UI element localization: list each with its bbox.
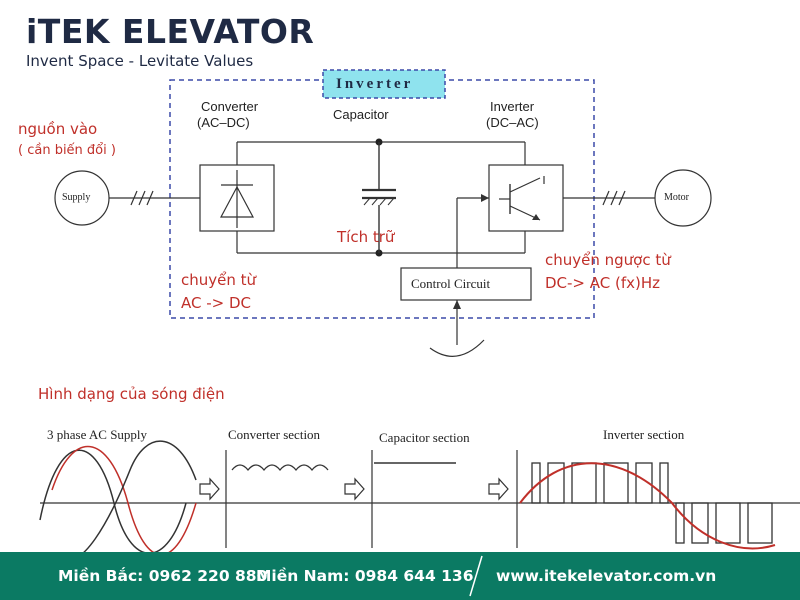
supply-label: Supply [62,192,91,203]
logo-subtitle: Invent Space - Levitate Values [26,52,254,70]
input-note-line1: nguồn vào [18,120,98,138]
logo-title: iTEK ELEVATOR [26,12,315,51]
control-circuit-label: Control Circuit [411,276,491,291]
capacitor-hatch [363,197,395,206]
storage-note: Tích trữ [337,228,395,246]
footer-south-phone[interactable]: Miền Nam: 0984 644 136 [256,567,474,585]
input-note-line2: ( cần biến đổi ) [18,143,116,158]
converter-ripple [231,464,329,472]
convert-note-line1: chuyển từ [181,271,257,289]
control-input-curve [429,339,485,357]
converter-label-line2: (AC–DC) [197,115,250,130]
section-label-converter: Converter section [228,427,321,442]
footer-divider [469,555,483,597]
inverter-output-sine [519,462,776,550]
control-circuit-box [400,267,532,301]
reverse-note-line1: chuyển ngược từ [545,251,671,269]
footer-north-phone[interactable]: Miền Bắc: 0962 220 880 [58,567,268,585]
waveform-axes [40,450,800,548]
supply-phase-marks [130,190,154,206]
phase-wave-b [51,445,197,556]
section-label-supply: 3 phase AC Supply [47,427,148,442]
pwm-pulses [531,462,773,544]
motor-phase-marks [602,190,626,206]
convert-note-line2: AC -> DC [181,294,252,312]
converter-label-line1: Converter [201,99,259,114]
inverter-box [488,164,564,232]
motor-circle [654,169,712,227]
inverter-box-title: Inverter [336,76,414,92]
phase-wave-c [61,440,197,560]
waveforms-heading: Hình dạng của sóng điện [38,385,225,403]
inverter-label-line1: Inverter [490,99,535,114]
phase-wave-a [39,449,187,554]
motor-label: Motor [664,192,689,203]
section-label-capacitor: Capacitor section [379,430,470,445]
logo: iTEK ELEVATOR Invent Space - Levitate Va… [26,12,316,71]
section-label-inverter: Inverter section [603,427,685,442]
section-arrows [199,477,509,501]
footer-bar: Miền Bắc: 0962 220 880 Miền Nam: 0984 64… [0,552,800,600]
reverse-note-line2: DC-> AC (fx)Hz [545,274,661,292]
footer-website-link[interactable]: www.itekelevator.com.vn [496,567,717,585]
inverter-title-box [322,69,446,99]
capacitor-label: Capacitor [333,107,389,122]
inverter-label-line2: (DC–AC) [486,115,539,130]
